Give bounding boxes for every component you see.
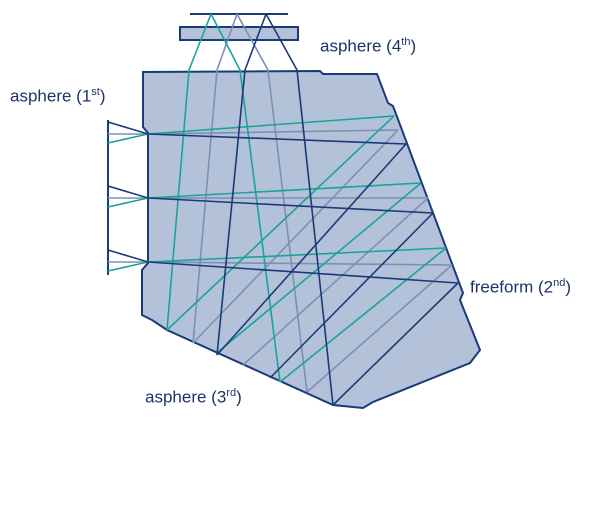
ray xyxy=(332,282,459,406)
ray xyxy=(192,13,238,344)
ray xyxy=(279,247,447,383)
ray xyxy=(107,121,407,145)
label-asphere-4th: asphere (4th) xyxy=(320,36,417,56)
ray xyxy=(107,185,434,214)
label-asphere-1st: asphere (1st) xyxy=(10,86,106,106)
label-freeform-2nd: freeform (2nd) xyxy=(470,277,572,297)
ray-bundles xyxy=(107,13,459,406)
ray xyxy=(166,115,395,331)
ray xyxy=(192,129,399,344)
ray xyxy=(107,249,459,284)
ray xyxy=(269,212,434,379)
ray xyxy=(216,13,267,356)
ray xyxy=(166,13,212,331)
ray xyxy=(265,13,334,406)
ray xyxy=(216,143,407,356)
ray xyxy=(210,13,281,383)
top-window-plate xyxy=(179,26,299,41)
label-asphere-3rd: asphere (3rd) xyxy=(145,387,242,407)
ray xyxy=(236,13,308,393)
ray xyxy=(306,264,453,393)
